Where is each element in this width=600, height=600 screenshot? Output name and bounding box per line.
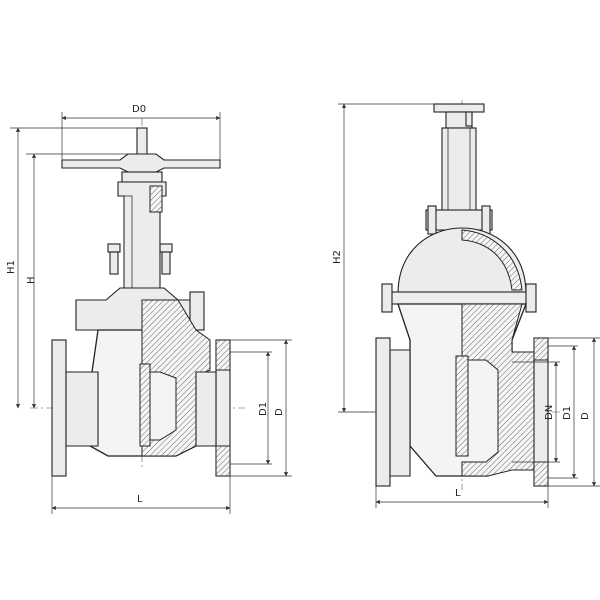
right-top-cap <box>433 103 485 129</box>
right-inlet-flange <box>375 337 391 487</box>
left-gate-wedge <box>139 363 151 447</box>
right-valve: H2 DN D1 D L <box>332 100 600 508</box>
right-l-label: L <box>455 488 461 499</box>
left-l-label: L <box>137 494 143 505</box>
left-d1-label: D1 <box>258 402 269 416</box>
right-d1-label: D1 <box>562 406 573 420</box>
right-gate-wedge <box>455 355 469 457</box>
left-h1-label: H1 <box>6 260 17 274</box>
right-inlet-neck <box>389 349 411 477</box>
left-inlet-neck <box>65 371 99 447</box>
left-gland-bolts <box>107 243 173 275</box>
left-valve: D0 H1 H D1 D L <box>6 104 292 514</box>
left-d-label: D <box>274 408 285 416</box>
left-h-label: H <box>26 276 37 284</box>
left-bonnet-bolt <box>189 291 205 331</box>
left-yoke <box>117 181 167 291</box>
left-section-hatch <box>141 299 211 457</box>
right-h2-label: H2 <box>332 250 343 264</box>
right-d-label: D <box>580 412 591 420</box>
right-dn-label: DN <box>544 405 555 420</box>
left-inlet-flange <box>51 339 67 477</box>
left-handwheel <box>61 153 221 183</box>
right-section-hatch <box>461 303 541 477</box>
right-stem-housing <box>441 127 477 213</box>
right-bonnet-flange <box>385 291 533 305</box>
left-d0-label: D0 <box>132 104 146 115</box>
